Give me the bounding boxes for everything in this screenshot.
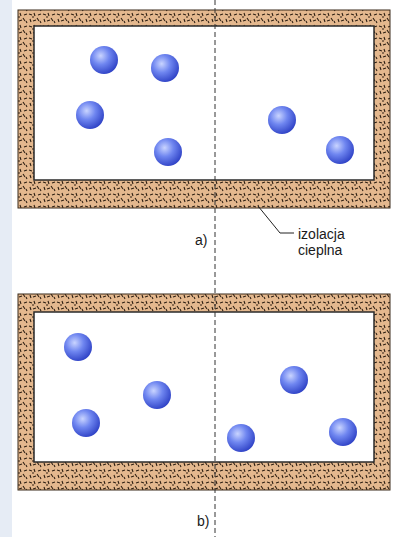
molecule — [64, 333, 92, 361]
molecule — [227, 424, 255, 452]
leader-line — [258, 206, 294, 233]
part-label: b) — [197, 513, 209, 529]
molecule — [329, 418, 357, 446]
molecule — [72, 409, 100, 437]
molecule — [280, 366, 308, 394]
container-interior — [34, 26, 374, 180]
molecule — [268, 106, 296, 134]
part-label: a) — [195, 232, 207, 248]
gas-molecules — [64, 333, 357, 452]
callout-label: izolacja cieplna — [298, 226, 370, 258]
molecule — [90, 46, 118, 74]
side-strip — [0, 0, 12, 537]
molecule — [143, 381, 171, 409]
molecule — [76, 101, 104, 129]
molecule — [326, 136, 354, 164]
container-interior — [34, 312, 374, 462]
divider-line — [215, 0, 216, 537]
thermal-insulation — [18, 294, 390, 490]
molecule — [151, 54, 179, 82]
molecule — [154, 138, 182, 166]
thermal-insulation — [18, 10, 390, 208]
